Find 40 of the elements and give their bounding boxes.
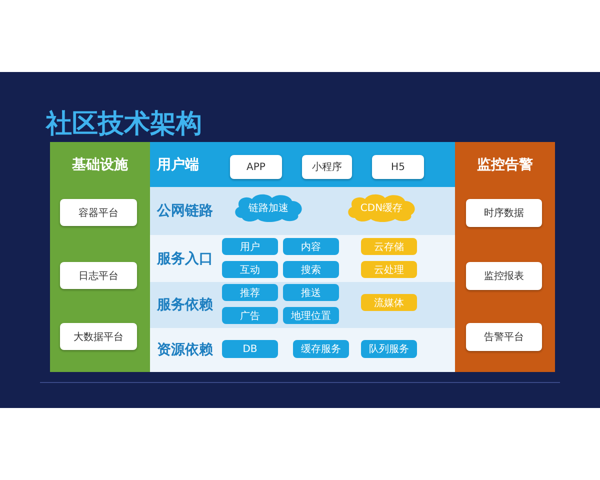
layer-heading: 服务依赖 [157, 296, 213, 314]
component-box: 队列服务 [361, 340, 417, 358]
component-box: 大数据平台 [60, 323, 137, 350]
layer-heading: 用户端 [157, 156, 199, 174]
panel-heading: 基础设施 [71, 156, 129, 174]
component-box: 云存储 [361, 238, 417, 255]
component-box: 告警平台 [466, 323, 542, 351]
component-box: 用户 [222, 238, 278, 255]
layer-band [150, 235, 455, 282]
component-box: H5 [372, 155, 424, 179]
layer-heading: 资源依赖 [157, 341, 213, 359]
layer-band [150, 142, 455, 187]
component-box: 互动 [222, 261, 278, 278]
cloud-bubble: CDN缓存 [345, 193, 418, 223]
component-box: 流媒体 [361, 294, 417, 311]
cloud-bubble: 链路加速 [232, 193, 305, 223]
panel-heading: 监控告警 [476, 156, 534, 174]
component-box: 日志平台 [60, 262, 137, 289]
layer-band [150, 282, 455, 328]
slide-title: 社区技术架构 [46, 108, 202, 141]
component-box: 地理位置 [283, 307, 339, 324]
side-panel [455, 142, 555, 372]
side-panel [50, 142, 150, 372]
layer-band [150, 187, 455, 235]
component-box: 时序数据 [466, 199, 542, 227]
component-box: 缓存服务 [293, 340, 349, 358]
component-box: 内容 [283, 238, 339, 255]
component-box: 推荐 [222, 284, 278, 301]
component-box: 监控报表 [466, 262, 542, 290]
component-box: 推送 [283, 284, 339, 301]
component-box: 云处理 [361, 261, 417, 278]
layer-band [150, 328, 455, 372]
component-box: 小程序 [302, 155, 352, 179]
component-box: 搜索 [283, 261, 339, 278]
layer-heading: 公网链路 [157, 202, 213, 220]
component-box: DB [222, 340, 278, 358]
component-box: 容器平台 [60, 199, 137, 226]
layer-heading: 服务入口 [157, 250, 213, 268]
component-box: 广告 [222, 307, 278, 324]
component-box: APP [230, 155, 282, 179]
